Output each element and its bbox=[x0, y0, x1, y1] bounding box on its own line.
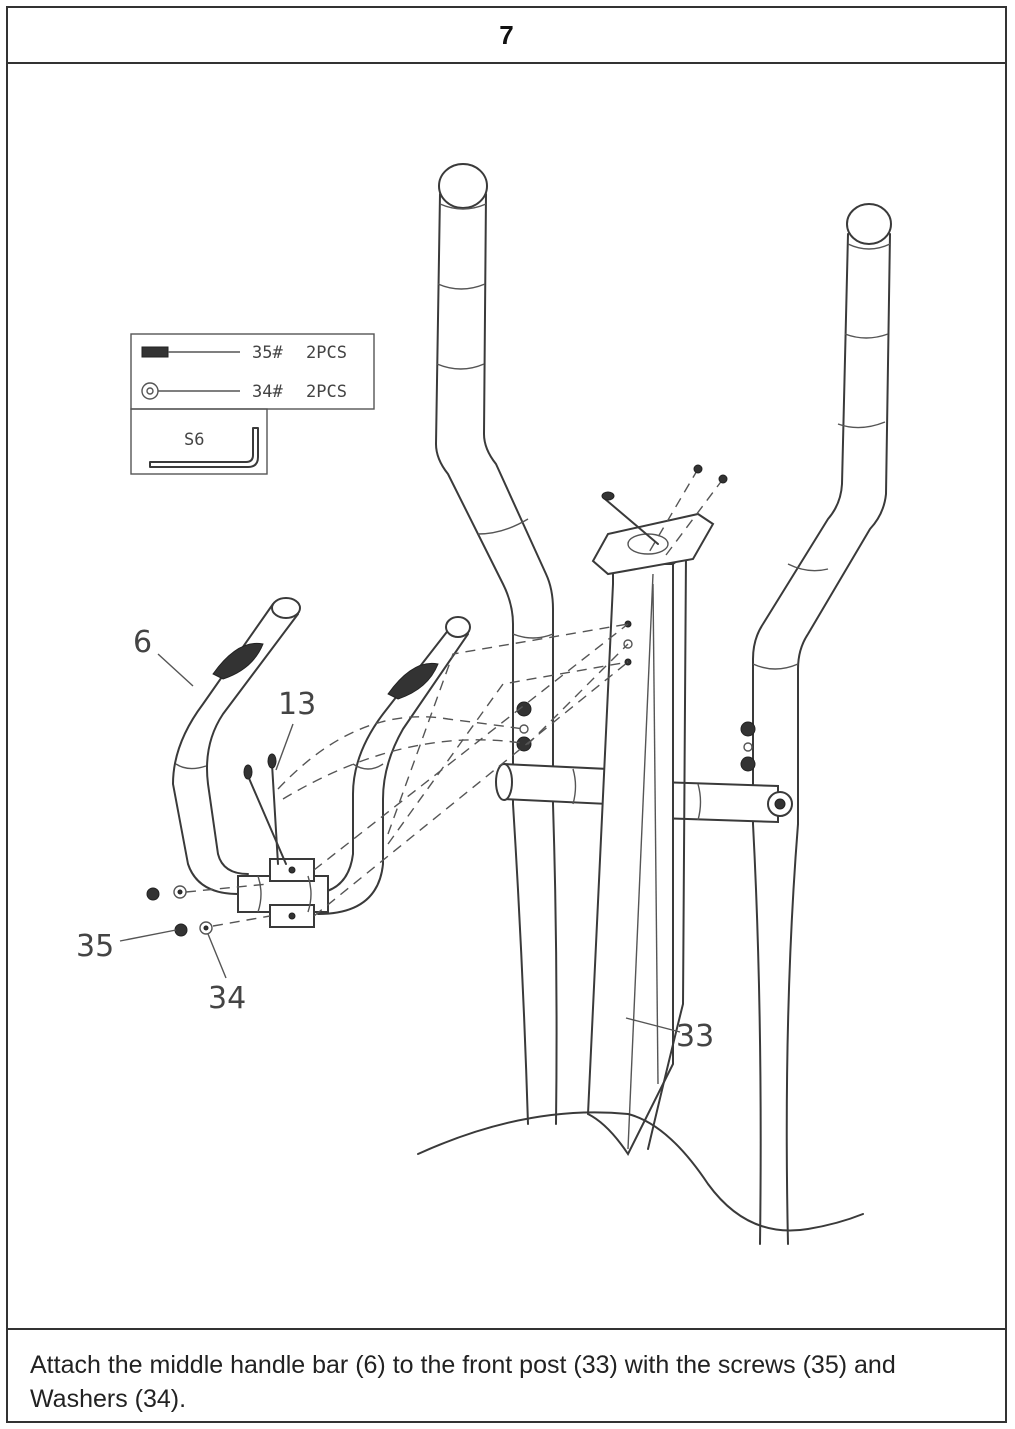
kit-screw-part: 35# bbox=[252, 343, 283, 363]
callout-front-post: 33 bbox=[676, 1019, 714, 1054]
assembly-drawing: 35# 2PCS 34# 2PCS S6 bbox=[76, 163, 892, 1245]
kit-washer-qty: 2PCS bbox=[306, 382, 347, 402]
base-shroud-outline bbox=[417, 1111, 864, 1232]
callout-screw: 35 bbox=[76, 929, 114, 964]
front-post bbox=[586, 464, 728, 1156]
instruction-caption: Attach the middle handle bar (6) to the … bbox=[8, 1328, 1005, 1421]
alignment-guides bbox=[185, 623, 629, 927]
lower-swing-legs bbox=[512, 803, 799, 1245]
callout-sensor-wire: 13 bbox=[278, 687, 316, 722]
part-callouts: 6 13 35 34 33 bbox=[76, 625, 714, 1054]
middle-handle-bar bbox=[172, 597, 471, 928]
callout-washer: 34 bbox=[208, 981, 246, 1016]
sensor-wires bbox=[243, 753, 287, 865]
kit-washer-part: 34# bbox=[252, 382, 283, 402]
screw-icon bbox=[141, 346, 240, 358]
screws-and-washers bbox=[146, 885, 213, 937]
washer-icon bbox=[141, 382, 240, 400]
callout-handle-bar: 6 bbox=[133, 625, 152, 660]
allen-key-icon bbox=[149, 427, 259, 468]
step-number: 7 bbox=[8, 8, 1005, 64]
left-upper-arm bbox=[435, 163, 554, 805]
instruction-panel: 7 35# 2PCS 34# 2PCS S6 bbox=[6, 6, 1007, 1423]
kit-screw-qty: 2PCS bbox=[306, 343, 347, 363]
hardware-kit-box: 35# 2PCS 34# 2PCS S6 bbox=[130, 333, 375, 475]
right-upper-arm bbox=[740, 203, 892, 825]
assembly-diagram: 35# 2PCS 34# 2PCS S6 bbox=[8, 64, 1005, 1328]
kit-tool-label: S6 bbox=[184, 430, 204, 450]
